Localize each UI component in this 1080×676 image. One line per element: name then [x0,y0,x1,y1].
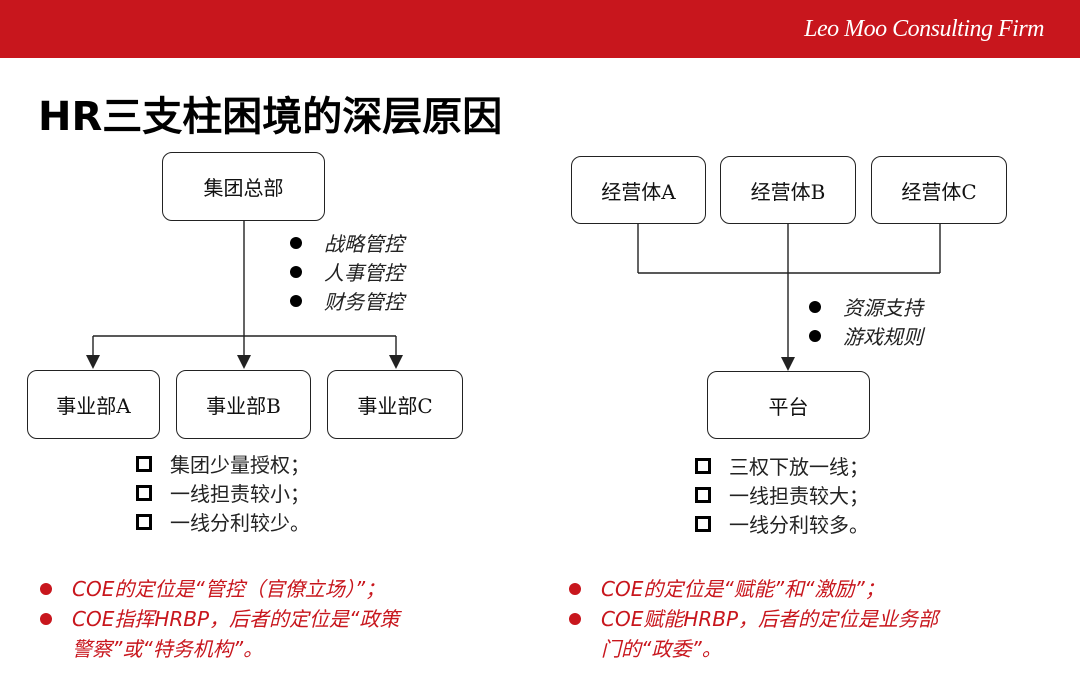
list-item: 一线分利较少。 [136,507,310,536]
list-item: 战略管控 [290,228,404,257]
list-item: 一线担责较小； [136,478,310,507]
checkbox-square-icon [695,515,711,532]
bullet-dot-icon [290,265,302,278]
right-conclusion-list: COE的定位是“赋能”和“激励”； COE赋能HRBP，后者的定位是业务部门的“… [567,574,1047,664]
list-item: COE的定位是“管控（官僚立场）”； [38,574,518,604]
list-item: 资源支持 [809,292,923,321]
list-item: 游戏规则 [809,321,923,350]
bullet-dot-icon [809,300,821,313]
list-item: 财务管控 [290,286,404,315]
list-item: 一线分利较多。 [695,509,869,538]
checkbox-square-icon [136,484,152,501]
bullet-dot-icon [809,329,821,342]
red-bullet-icon [40,583,52,595]
division-b-box: 事业部B [176,370,311,439]
right-support-list: 资源支持 游戏规则 [809,292,923,350]
checkbox-square-icon [695,486,711,503]
list-item: 三权下放一线； [695,451,869,480]
list-item: 一线担责较大； [695,480,869,509]
business-unit-b-box: 经营体B [720,156,856,224]
header-bar: Leo Moo Consulting Firm [0,0,1080,58]
red-bullet-icon [569,613,581,625]
business-unit-c-box: 经营体C [871,156,1007,224]
red-bullet-icon [569,583,581,595]
left-conclusion-list: COE的定位是“管控（官僚立场）”； COE指挥HRBP，后者的定位是“政策警察… [38,574,518,664]
division-c-box: 事业部C [327,370,463,439]
bullet-dot-icon [290,294,302,307]
checkbox-square-icon [136,455,152,472]
page-title: HR三支柱困境的深层原因 [38,94,503,140]
business-unit-a-box: 经营体A [571,156,706,224]
platform-box: 平台 [707,371,870,439]
left-control-list: 战略管控 人事管控 财务管控 [290,228,404,315]
red-bullet-icon [40,613,52,625]
list-item: 人事管控 [290,257,404,286]
list-item: COE指挥HRBP，后者的定位是“政策警察”或“特务机构”。 [38,604,518,664]
checkbox-square-icon [136,513,152,530]
list-item: COE的定位是“赋能”和“激励”； [567,574,1047,604]
list-item: 集团少量授权； [136,449,310,478]
checkbox-square-icon [695,457,711,474]
right-result-list: 三权下放一线； 一线担责较大； 一线分利较多。 [695,451,869,538]
division-a-box: 事业部A [27,370,160,439]
firm-name: Leo Moo Consulting Firm [804,16,1044,42]
left-result-list: 集团少量授权； 一线担责较小； 一线分利较少。 [136,449,310,536]
bullet-dot-icon [290,236,302,249]
list-item: COE赋能HRBP，后者的定位是业务部门的“政委”。 [567,604,1047,664]
group-hq-box: 集团总部 [162,152,325,221]
